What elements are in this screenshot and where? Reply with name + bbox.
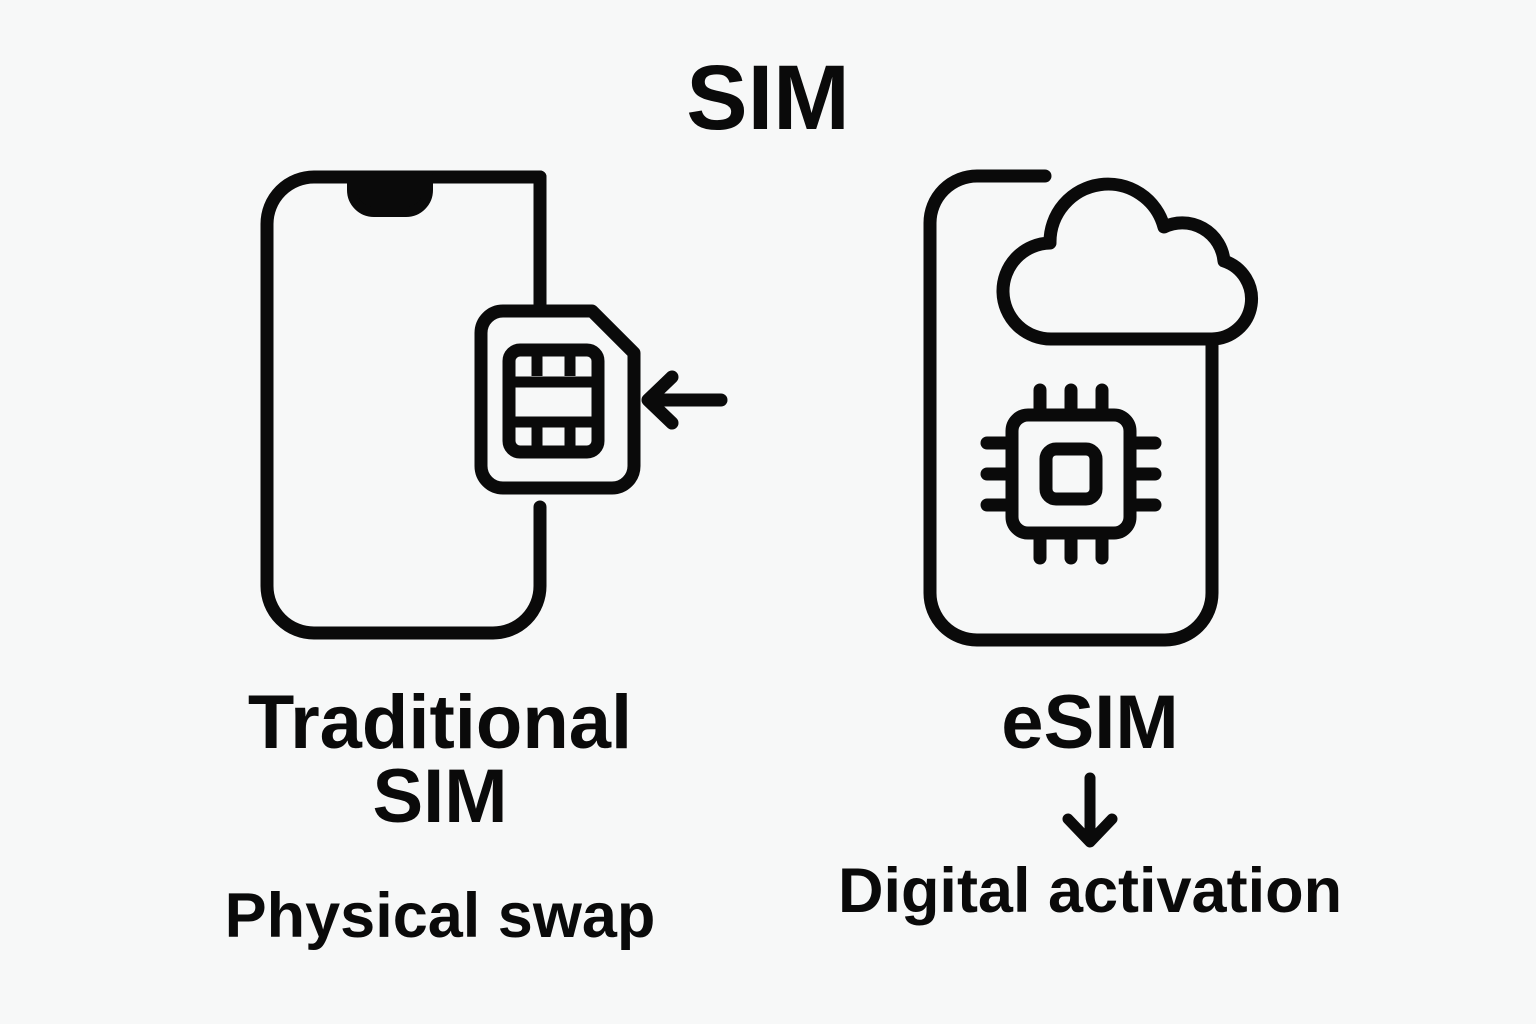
traditional-sim-heading: Traditional SIM	[247, 680, 633, 840]
arrow-down-icon	[1062, 772, 1118, 848]
esim-heading: eSIM	[1001, 680, 1179, 765]
phone-notch	[347, 172, 433, 217]
traditional-sim-illustration	[240, 150, 760, 670]
esim-captions: eSIM Digital activation	[760, 680, 1420, 927]
sim-card-icon	[474, 304, 641, 495]
sim-contact-pad	[502, 343, 605, 459]
esim-subheading: Digital activation	[837, 856, 1343, 927]
esim-svg	[923, 169, 1259, 647]
traditional-sim-svg	[260, 170, 728, 640]
page-title: SIM	[686, 47, 850, 149]
esim-illustration	[900, 100, 1300, 670]
cpu-chip-icon	[980, 383, 1162, 565]
smartphone-outline-icon	[260, 170, 547, 640]
arrow-left-icon	[641, 370, 728, 430]
traditional-sim-captions: Traditional SIM Physical swap	[120, 680, 760, 951]
smartphone-outline-icon	[923, 169, 1219, 647]
cloud-icon	[996, 177, 1259, 346]
arrow-down-icon-wrap	[760, 766, 1420, 858]
traditional-sim-subheading: Physical swap	[224, 880, 656, 951]
